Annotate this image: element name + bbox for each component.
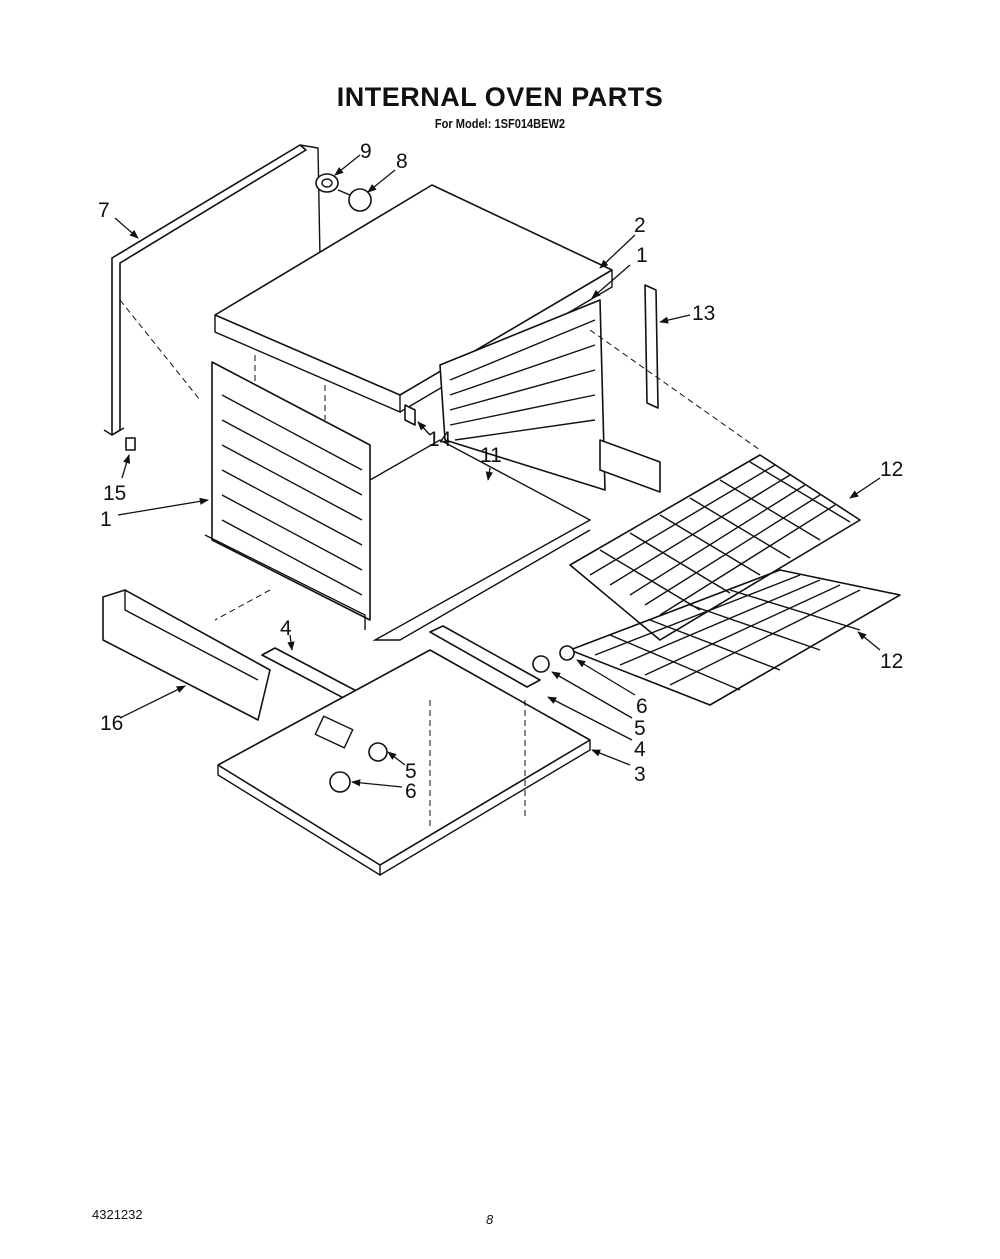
assembly-lines xyxy=(119,299,761,830)
callout-16: 16 xyxy=(100,712,123,735)
rail-part-4-right xyxy=(429,625,541,688)
oven-bottom-liner-part-11 xyxy=(369,439,592,641)
model-subtitle: For Model: 1SF014BEW2 xyxy=(434,116,566,131)
callout-14: 14 xyxy=(428,428,452,451)
page-title: INTERNAL OVEN PARTS xyxy=(336,82,664,112)
kick-panel-part-16 xyxy=(102,589,271,721)
right-side-panel-part-1 xyxy=(439,299,661,493)
callout-9: 9 xyxy=(360,140,372,163)
document-number: 4321232 xyxy=(92,1207,143,1222)
callout-3: 3 xyxy=(634,763,646,786)
callout-6-right: 6 xyxy=(636,695,648,718)
callout-1-left: 1 xyxy=(100,508,112,531)
callout-15: 15 xyxy=(103,482,126,505)
clip-part-15 xyxy=(125,437,136,451)
callout-2: 2 xyxy=(634,214,646,237)
clip-part-14 xyxy=(404,404,416,426)
bushing-part-5-right xyxy=(532,655,550,673)
light-bulb-part-8 xyxy=(337,188,372,212)
page-number: 8 xyxy=(486,1212,494,1227)
callout-8: 8 xyxy=(396,150,408,173)
oven-rack-lower-part-12 xyxy=(569,569,901,706)
left-side-panel-part-1 xyxy=(204,361,371,630)
knob-part-6-left xyxy=(329,771,351,793)
callout-7: 7 xyxy=(98,199,110,222)
callout-12-upper: 12 xyxy=(880,458,903,481)
callout-1-right: 1 xyxy=(636,244,648,267)
light-socket-part-9 xyxy=(315,173,339,193)
callout-4-left: 4 xyxy=(280,617,292,640)
bottom-panel-part-3 xyxy=(217,649,591,877)
callout-4-right: 4 xyxy=(634,738,646,761)
callout-5-right: 5 xyxy=(634,717,646,740)
callout-6-left: 6 xyxy=(405,780,417,803)
bushing-part-5-left xyxy=(368,742,388,762)
callout-13: 13 xyxy=(692,302,715,325)
knob-part-6-right xyxy=(559,645,575,661)
callout-11: 11 xyxy=(480,444,502,467)
leader-arrows xyxy=(114,154,881,788)
trim-strip-part-13 xyxy=(644,284,659,409)
callout-5-left: 5 xyxy=(405,760,417,783)
callout-12-lower: 12 xyxy=(880,650,903,673)
oven-rack-upper-part-12 xyxy=(569,454,861,641)
